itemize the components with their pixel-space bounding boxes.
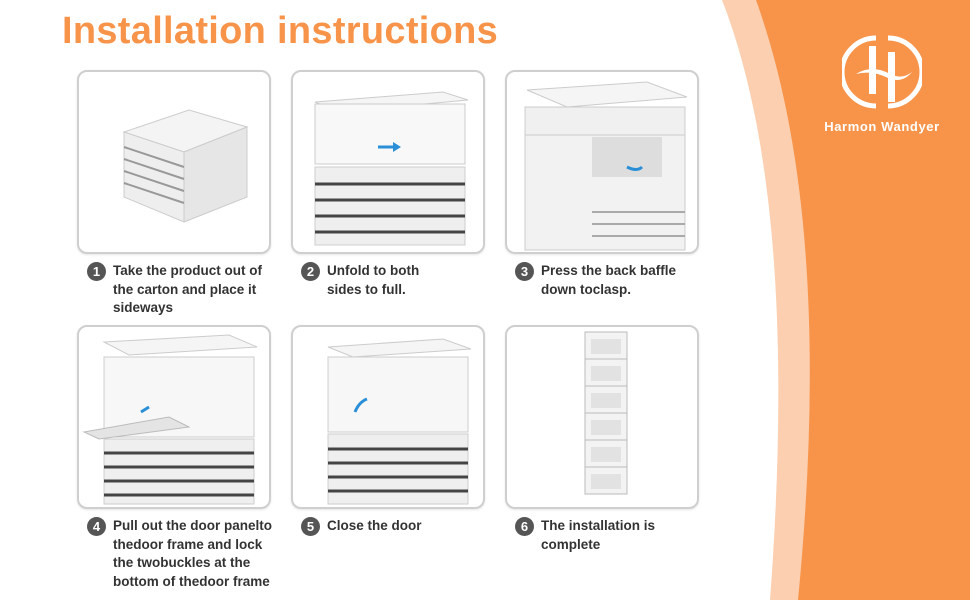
unfolding-box-illustration: [314, 91, 469, 246]
folded-storage-box-illustration: [122, 109, 249, 223]
step-number-badge: 6: [515, 517, 534, 536]
step-1-image: [77, 70, 271, 254]
step-3-image: [505, 70, 699, 254]
step-text: Unfold to both sides to full.: [327, 263, 420, 297]
door-panel-illustration: [82, 334, 258, 505]
step-number-badge: 2: [301, 262, 320, 281]
step-number-badge: 3: [515, 262, 534, 281]
step-text: Press the back baffle down toclasp.: [541, 263, 677, 297]
step-text: Close the door: [327, 518, 422, 533]
brand-logo-icon: [839, 35, 925, 109]
step-5-image: [291, 325, 485, 509]
step-number-badge: 5: [301, 517, 320, 536]
page-title: Installation instructions: [62, 10, 499, 52]
step-2-image: [291, 70, 485, 254]
stacked-shoe-boxes-illustration: [584, 331, 628, 495]
step-text: The installation is complete: [541, 518, 656, 552]
back-baffle-illustration: [524, 81, 688, 251]
brand-name: Harmon Wandyer: [824, 119, 940, 134]
step-text: Pull out the door panelto thedoor frame …: [113, 518, 272, 589]
step-text: Take the product out of the carton and p…: [113, 263, 262, 315]
close-door-illustration: [327, 338, 472, 505]
step-6-image: [505, 325, 699, 509]
brand-logo: Harmon Wandyer: [812, 32, 952, 134]
step-number-badge: 1: [87, 262, 106, 281]
step-4-image: [77, 325, 271, 509]
step-number-badge: 4: [87, 517, 106, 536]
